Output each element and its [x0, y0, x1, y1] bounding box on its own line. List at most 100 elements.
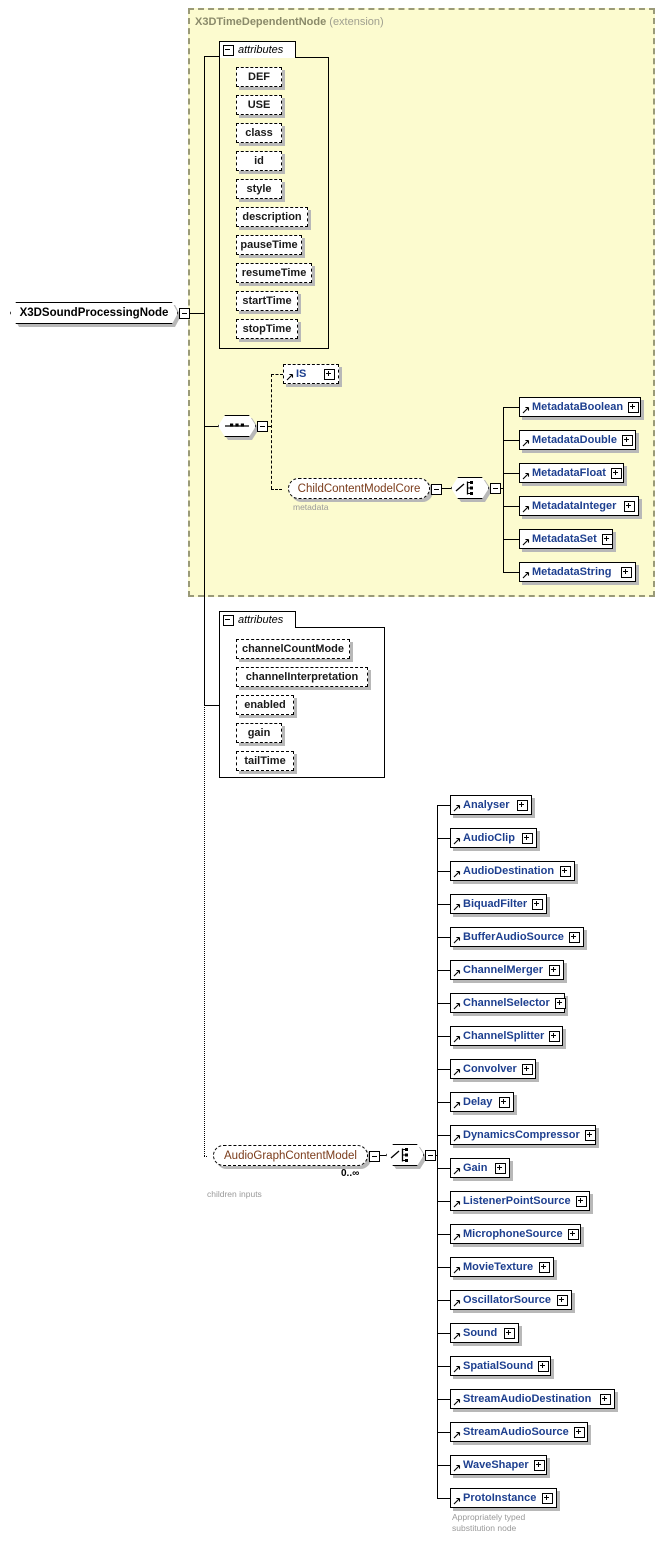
sequence-connector-icon[interactable] [218, 415, 256, 437]
expand-plus-icon[interactable] [569, 931, 580, 943]
attribute-chip[interactable]: channelInterpretation [236, 667, 368, 687]
expand-plus-icon[interactable] [549, 1030, 561, 1042]
attribute-chip[interactable]: id [236, 151, 282, 171]
expand-plus-icon[interactable] [584, 1129, 596, 1141]
metadata-element-box[interactable]: MetadataBoolean [519, 397, 641, 417]
attribute-chip[interactable]: tailTime [236, 751, 294, 771]
audio-graph-content-model-group-ref[interactable]: AudioGraphContentModel [213, 1145, 368, 1166]
expand-plus-icon[interactable] [554, 997, 566, 1009]
attribute-chip[interactable]: gain [236, 723, 282, 743]
audio-graph-collapse-toggle[interactable] [369, 1150, 380, 1162]
expand-plus-icon[interactable] [532, 898, 544, 910]
connector-line [503, 539, 519, 540]
audio-node-element-box[interactable]: OscillatorSource [450, 1290, 572, 1310]
expand-plus-icon[interactable] [504, 1327, 515, 1339]
attributes-group-header[interactable]: attributes [219, 41, 296, 58]
attribute-chip[interactable]: enabled [236, 695, 294, 715]
audio-node-element-box[interactable]: ChannelSplitter [450, 1026, 563, 1046]
attribute-chip[interactable]: class [236, 123, 282, 143]
expand-plus-icon[interactable] [567, 1228, 579, 1240]
element-name: MetadataInteger [532, 500, 617, 512]
root-node[interactable]: X3DSoundProcessingNode [10, 302, 178, 324]
expand-plus-icon[interactable] [601, 533, 613, 545]
collapse-minus-icon[interactable] [223, 614, 234, 626]
audio-node-element-box[interactable]: ListenerPointSource [450, 1191, 590, 1211]
expand-plus-icon[interactable] [495, 1162, 506, 1174]
expand-plus-icon[interactable] [557, 1294, 568, 1306]
audio-node-element-box[interactable]: WaveShaper [450, 1455, 547, 1475]
connector-line [503, 407, 504, 572]
expand-plus-icon[interactable] [610, 467, 622, 479]
audio-node-element-box[interactable]: Analyser [450, 795, 532, 815]
choice-collapse-toggle[interactable] [490, 483, 501, 494]
attribute-chip[interactable]: stopTime [236, 319, 298, 339]
expand-plus-icon[interactable] [542, 1492, 553, 1504]
connector-line [204, 313, 205, 426]
audio-node-element-box[interactable]: MovieTexture [450, 1257, 554, 1277]
attribute-chip[interactable]: resumeTime [236, 263, 312, 283]
collapse-minus-icon[interactable] [223, 44, 234, 56]
attribute-chip[interactable]: pauseTime [236, 235, 302, 255]
audio-node-element-box[interactable]: AudioDestination [450, 861, 575, 881]
expand-plus-icon[interactable] [624, 500, 635, 512]
expand-plus-icon[interactable] [560, 865, 571, 877]
root-node-collapse-toggle[interactable] [179, 308, 190, 319]
connector-line [437, 1135, 450, 1136]
extension-panel-title: X3DTimeDependentNode (extension) [195, 16, 384, 28]
attribute-chip[interactable]: channelCountMode [236, 639, 350, 659]
attribute-chip[interactable]: style [236, 179, 282, 199]
audio-node-element-box[interactable]: MicrophoneSource [450, 1224, 581, 1244]
expand-plus-icon[interactable] [600, 1393, 611, 1405]
element-ref-arrow-icon [453, 1233, 461, 1241]
choice-collapse-toggle[interactable] [425, 1150, 436, 1161]
choice-connector-icon[interactable] [451, 477, 489, 499]
audio-node-element-box[interactable]: Gain [450, 1158, 510, 1178]
expand-plus-icon[interactable] [573, 1426, 585, 1438]
expand-plus-icon[interactable] [517, 799, 528, 811]
attribute-chip[interactable]: startTime [236, 291, 298, 311]
expand-plus-icon[interactable] [324, 368, 335, 380]
audio-node-element-box[interactable]: BufferAudioSource [450, 927, 584, 947]
metadata-element-box[interactable]: MetadataFloat [519, 463, 624, 483]
expand-plus-icon[interactable] [499, 1096, 510, 1108]
metadata-element-box[interactable]: MetadataDouble [519, 430, 636, 450]
sequence-collapse-toggle[interactable] [257, 421, 268, 432]
element-ref-arrow-icon [453, 1431, 461, 1439]
child-content-model-group-ref[interactable]: ChildContentModelCore [288, 478, 430, 499]
expand-plus-icon[interactable] [522, 832, 533, 844]
choice-connector-icon[interactable] [386, 1144, 424, 1166]
expand-plus-icon[interactable] [533, 1459, 545, 1471]
audio-node-element-box[interactable]: SpatialSound [450, 1356, 551, 1376]
audio-node-element-box[interactable]: Convolver [450, 1059, 536, 1079]
audio-node-element-box[interactable]: StreamAudioSource [450, 1422, 588, 1442]
audio-node-element-box[interactable]: DynamicsCompressor [450, 1125, 596, 1145]
connector-line [437, 970, 450, 971]
expand-plus-icon[interactable] [621, 434, 633, 446]
metadata-element-box[interactable]: MetadataInteger [519, 496, 639, 516]
is-element-box[interactable]: IS [283, 364, 339, 384]
expand-plus-icon[interactable] [575, 1195, 587, 1207]
audio-node-element-box[interactable]: ChannelSelector [450, 993, 566, 1013]
element-ref-arrow-icon [286, 373, 294, 381]
audio-node-element-box[interactable]: AudioClip [450, 828, 537, 848]
expand-plus-icon[interactable] [521, 1063, 533, 1075]
expand-plus-icon[interactable] [539, 1261, 550, 1273]
attributes-group-header[interactable]: attributes [219, 611, 296, 628]
metadata-element-box[interactable]: MetadataString [519, 562, 636, 582]
audio-node-element-box[interactable]: Sound [450, 1323, 519, 1343]
audio-node-element-box[interactable]: BiquadFilter [450, 894, 547, 914]
expand-plus-icon[interactable] [621, 566, 632, 578]
audio-node-element-box[interactable]: ChannelMerger [450, 960, 564, 980]
audio-node-element-box[interactable]: ProtoInstance [450, 1488, 557, 1508]
expand-plus-icon[interactable] [549, 964, 560, 976]
attribute-chip[interactable]: description [236, 207, 308, 227]
expand-plus-icon[interactable] [538, 1360, 550, 1372]
attribute-chip[interactable]: DEF [236, 67, 282, 87]
child-content-model-collapse-toggle[interactable] [431, 483, 442, 495]
metadata-element-box[interactable]: MetadataSet [519, 529, 613, 549]
audio-node-element-box[interactable]: StreamAudioDestination [450, 1389, 615, 1409]
connector-line [503, 572, 519, 573]
expand-plus-icon[interactable] [628, 401, 640, 413]
attribute-chip[interactable]: USE [236, 95, 282, 115]
audio-node-element-box[interactable]: Delay [450, 1092, 514, 1112]
